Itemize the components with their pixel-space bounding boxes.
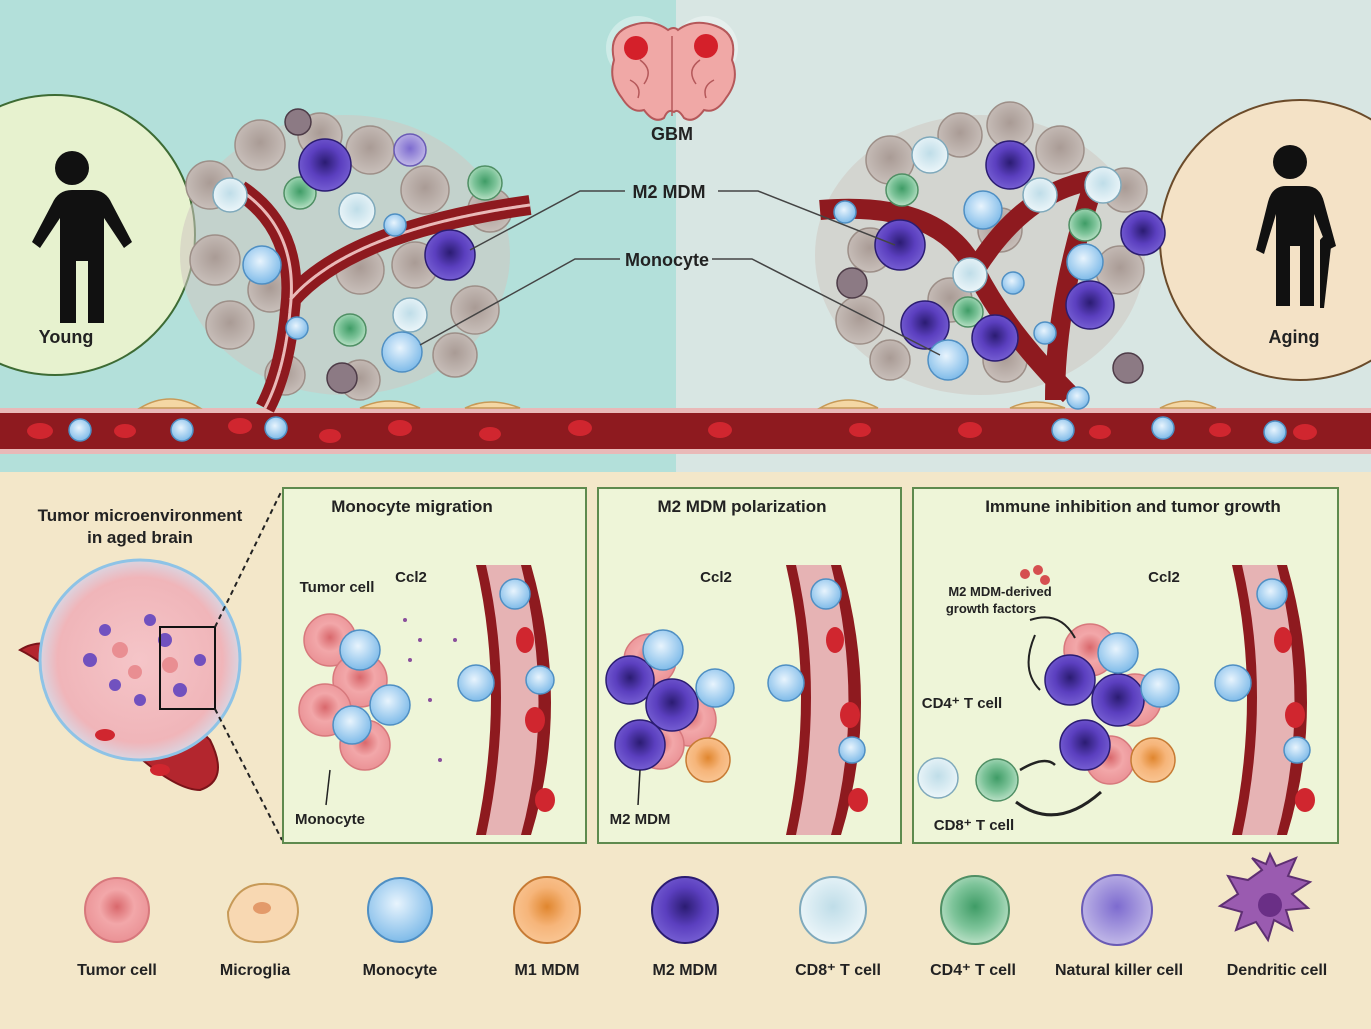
inset-title-line2: in aged brain (87, 528, 193, 547)
aging-person-circle: Aging (1159, 99, 1371, 381)
legend-m2-mdm-icon (651, 876, 719, 944)
left-tumor-mass (180, 108, 532, 413)
legend-label-dendritic-cell: Dendritic cell (1227, 962, 1327, 979)
young-person-icon (32, 151, 132, 323)
legend-label-monocyte: Monocyte (363, 962, 438, 979)
brain-icon: GBM (606, 16, 738, 144)
monocyte-label: Monocyte (625, 250, 709, 270)
panel1-ccl2: Ccl2 (395, 569, 427, 586)
legend-label-tumor-cell: Tumor cell (77, 962, 157, 979)
m2-mdm-label: M2 MDM (633, 182, 706, 202)
panel1-monocyte-label: Monocyte (295, 811, 365, 828)
monocyte-callout: Monocyte (419, 250, 941, 356)
vessel-monocytes (68, 416, 1287, 444)
legend-tumor-cell-icon (84, 877, 150, 943)
right-tumor-mass (815, 101, 1166, 410)
panel3-cd4-label: CD4⁺ T cell (922, 695, 1002, 712)
legend-microglia-icon (226, 882, 300, 944)
gbm-label: GBM (651, 124, 693, 144)
aging-label: Aging (1269, 327, 1320, 347)
red-blood-cells (27, 418, 1317, 443)
legend-monocyte-icon (367, 877, 433, 943)
inset-title-line1: Tumor microenvironment (38, 506, 243, 525)
panel1-title: Monocyte migration (331, 497, 493, 516)
legend-nk-cell-icon (1081, 874, 1153, 946)
panel-immune-inhibition: Immune inhibition and tumor growth Ccl2 … (912, 487, 1339, 844)
young-person-circle: Young (0, 94, 196, 376)
panel2-title: M2 MDM polarization (657, 497, 826, 516)
panel2-m2mdm-label: M2 MDM (610, 811, 671, 828)
legend-label-nk-cell: Natural killer cell (1055, 962, 1183, 979)
panel3-growth-line2: growth factors (946, 601, 1036, 616)
panel3-ccl2: Ccl2 (1148, 569, 1180, 586)
legend-label-cd8-t-cell: CD8⁺ T cell (795, 962, 881, 979)
panel3-title: Immune inhibition and tumor growth (985, 497, 1281, 516)
panel-monocyte-migration: Monocyte migration Ccl2 Tumor cell Monoc… (282, 487, 587, 844)
panel2-ccl2: Ccl2 (700, 569, 732, 586)
panel3-growth-line1: M2 MDM-derived (948, 584, 1051, 599)
panel3-cd8-label: CD8⁺ T cell (934, 817, 1014, 834)
vessel-microglia (137, 398, 1217, 409)
m2-mdm-callout: M2 MDM (469, 182, 896, 251)
main-blood-vessel (0, 408, 1371, 454)
legend: Tumor cell Microglia Monocyte M1 MDM M2 … (77, 851, 1327, 979)
legend-label-cd4-t-cell: CD4⁺ T cell (930, 962, 1016, 979)
aged-brain-inset (18, 489, 283, 841)
legend-m1-mdm-icon (513, 876, 581, 944)
legend-cd4-t-cell-icon (940, 875, 1010, 945)
panel1-tumor-label: Tumor cell (300, 579, 375, 596)
legend-label-microglia: Microglia (220, 962, 290, 979)
aging-person-icon (1256, 145, 1336, 308)
legend-label-m2-mdm: M2 MDM (653, 962, 718, 979)
legend-dendritic-cell-icon (1217, 851, 1313, 943)
panel-m2-mdm-polarization: M2 MDM polarization Ccl2 M2 MDM (597, 487, 902, 844)
young-label: Young (39, 327, 94, 347)
legend-cd8-t-cell-icon (799, 876, 867, 944)
legend-label-m1-mdm: M1 MDM (515, 962, 580, 979)
